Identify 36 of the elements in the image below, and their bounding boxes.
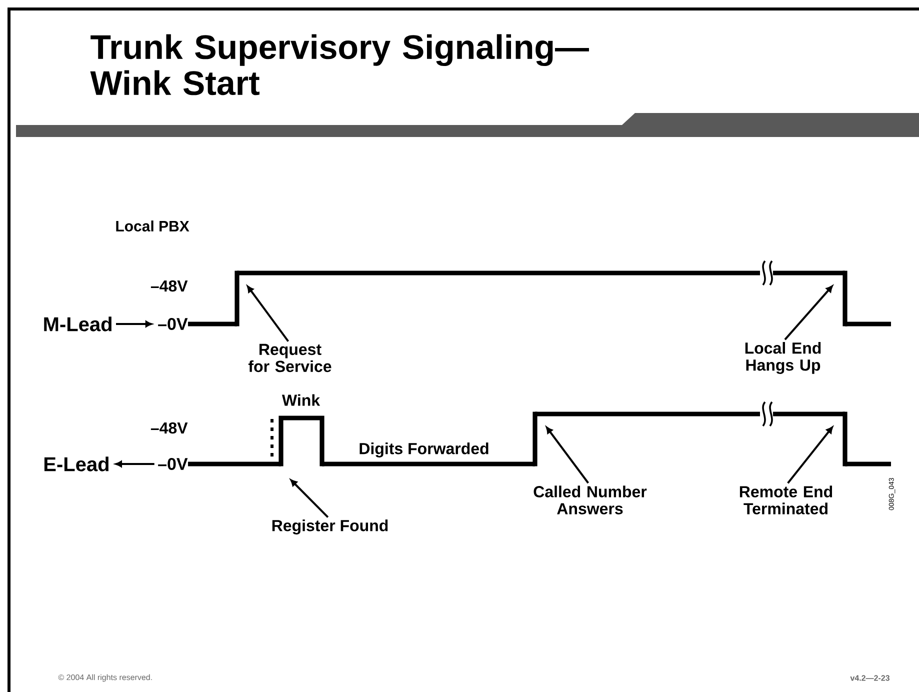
waveform-step: [842, 270, 848, 326]
lead-label: M-Lead: [44, 316, 112, 332]
slide-title: Trunk Supervisory Signaling— Wink Start: [90, 34, 589, 96]
waveform-line: [237, 270, 845, 276]
waveform-line: [322, 462, 535, 466]
annotation-text: Local End Hangs Up: [745, 342, 821, 374]
voltage-label: –48V: [150, 422, 188, 434]
waveform-line: [845, 462, 891, 466]
waveform-line: [535, 412, 845, 416]
leader-arrow: [246, 286, 290, 342]
waveform-line: [845, 322, 891, 326]
pulse-label: Wink: [282, 394, 320, 406]
copyright-text: © 2004 All rights reserved.: [58, 674, 152, 682]
waveform-step: [532, 412, 538, 466]
leader-arrow: [784, 285, 833, 340]
annotation-text: Remote End Terminated: [740, 486, 832, 514]
leader-arrow: [787, 426, 833, 484]
diagram-heading: Local PBX: [116, 220, 190, 232]
waveform-step: [842, 412, 848, 466]
annotation-text: Request for Service: [248, 344, 332, 372]
waveform-step: [234, 270, 240, 326]
lead-label: E-Lead: [44, 456, 108, 472]
arrow: [116, 320, 152, 328]
waveform-line: [188, 462, 281, 466]
arrow: [115, 460, 154, 468]
annotation-text: Register Found: [272, 520, 388, 534]
waveform-step: [278, 416, 324, 466]
waveform-line: [188, 322, 237, 326]
voltage-label: –0V: [158, 318, 188, 330]
voltage-label: –0V: [158, 458, 188, 470]
voltage-label: –48V: [150, 280, 188, 292]
signal-label: Digits Forwarded: [360, 442, 488, 458]
annotation-text: Called Number Answers: [534, 486, 647, 514]
course-code: v4.2—2-23: [850, 675, 890, 681]
leader-arrow: [546, 426, 590, 484]
leader-arrow: [290, 479, 329, 518]
